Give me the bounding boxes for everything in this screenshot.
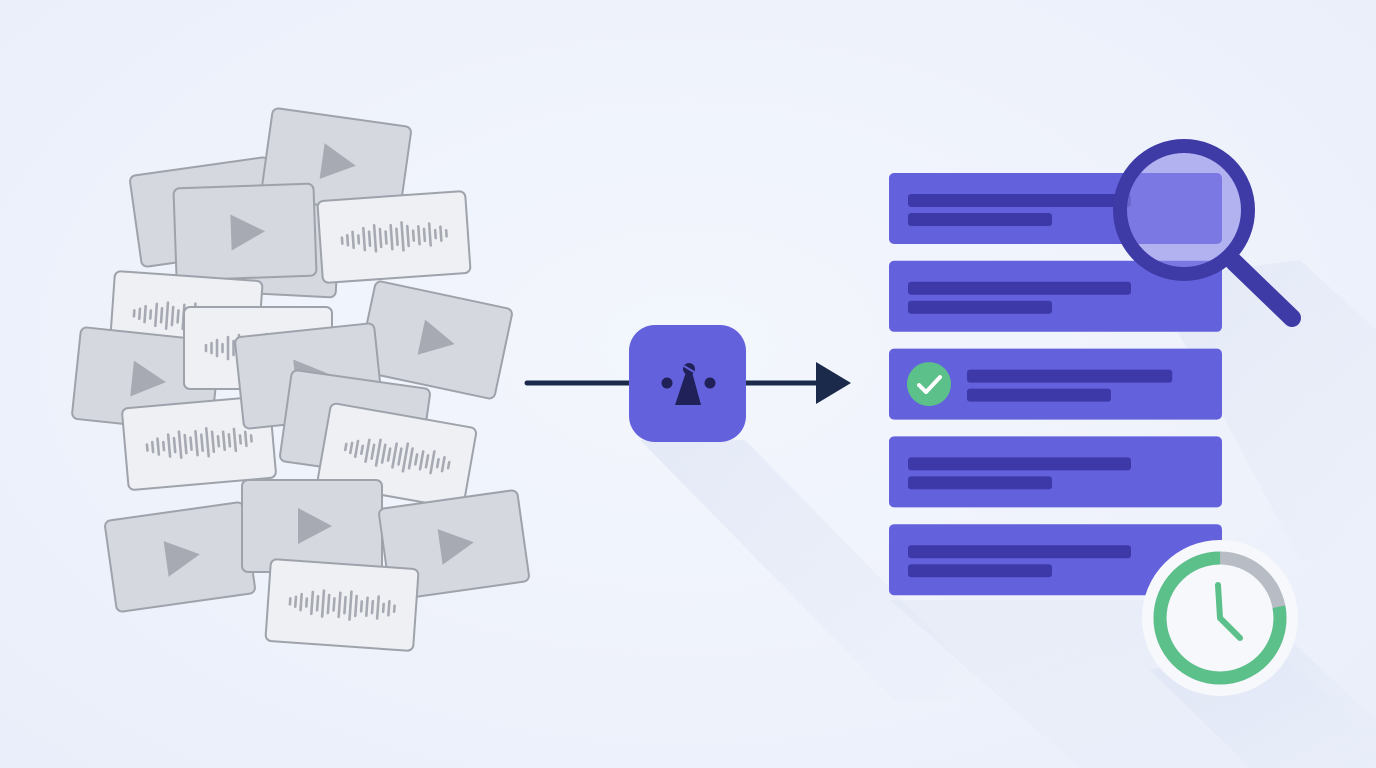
input-media-pile — [71, 107, 530, 652]
ai-node-icon — [661, 363, 716, 405]
play-icon — [417, 319, 455, 355]
clock-icon — [1142, 540, 1298, 696]
play-icon — [230, 214, 265, 251]
output-row — [889, 524, 1222, 596]
video-card — [357, 280, 513, 400]
video-card — [104, 501, 256, 613]
video-card — [172, 182, 318, 282]
waveform-icon — [288, 589, 396, 621]
output-row — [889, 260, 1222, 332]
processor-node — [629, 325, 746, 442]
magnifier-icon — [1113, 139, 1301, 327]
play-icon — [130, 360, 166, 397]
check-icon — [907, 362, 951, 407]
waveform-icon — [145, 427, 253, 459]
audio-card — [264, 558, 420, 652]
play-icon — [319, 143, 356, 179]
play-icon — [163, 541, 200, 577]
shadow-trails — [640, 260, 1376, 768]
output-row — [889, 348, 1222, 420]
audio-card — [316, 190, 472, 284]
output-row — [889, 436, 1222, 508]
video-card — [241, 479, 383, 573]
waveform-icon — [343, 438, 451, 475]
play-icon — [437, 529, 474, 565]
waveform-icon — [340, 221, 448, 253]
audio-card — [121, 395, 277, 491]
play-icon — [298, 508, 332, 544]
arrow-head — [816, 362, 851, 404]
